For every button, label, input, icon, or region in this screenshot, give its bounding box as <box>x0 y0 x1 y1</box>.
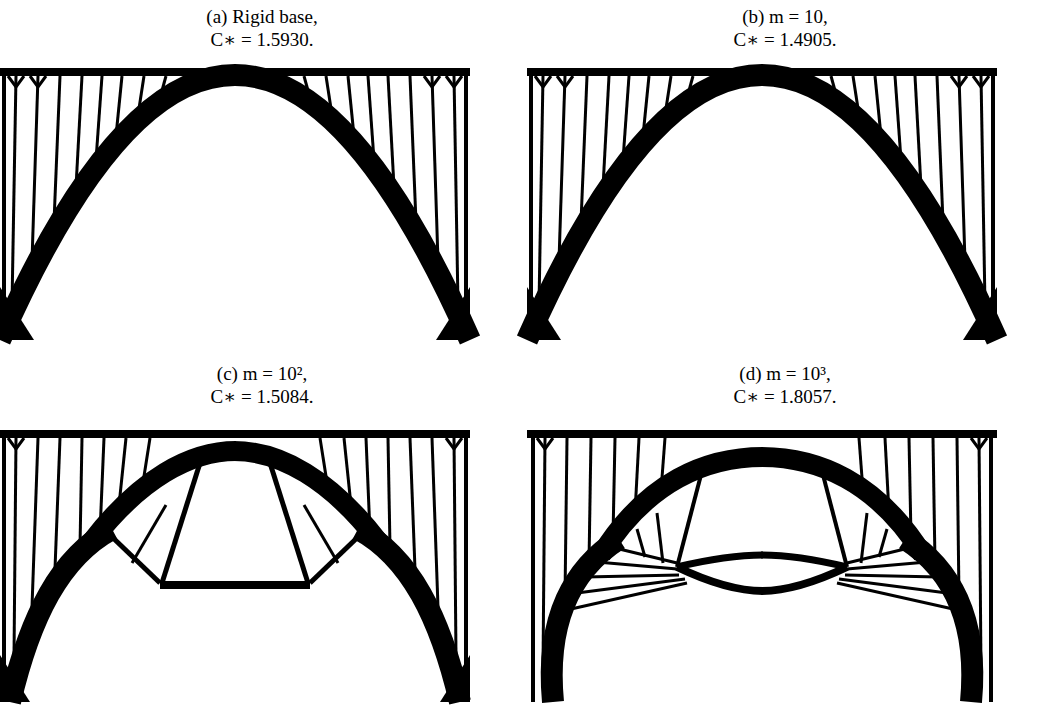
compliance-value: C∗ = 1.5930. <box>211 29 314 51</box>
panel-b-illustration <box>527 68 997 340</box>
panel-c-illustration <box>0 430 470 702</box>
panel-caption: (b) m = 10, <box>742 6 828 28</box>
compliance-value: C∗ = 1.8057. <box>734 386 837 408</box>
panel-caption: (d) m = 10³, <box>739 363 830 385</box>
compliance-value: C∗ = 1.4905. <box>734 29 837 51</box>
panel-a-illustration <box>0 68 470 340</box>
panel-caption: (a) Rigid base, <box>206 6 317 28</box>
compliance-value: C∗ = 1.5084. <box>211 386 314 408</box>
panel-caption: (c) m = 10², <box>217 363 307 385</box>
panel-d-illustration <box>527 430 997 702</box>
